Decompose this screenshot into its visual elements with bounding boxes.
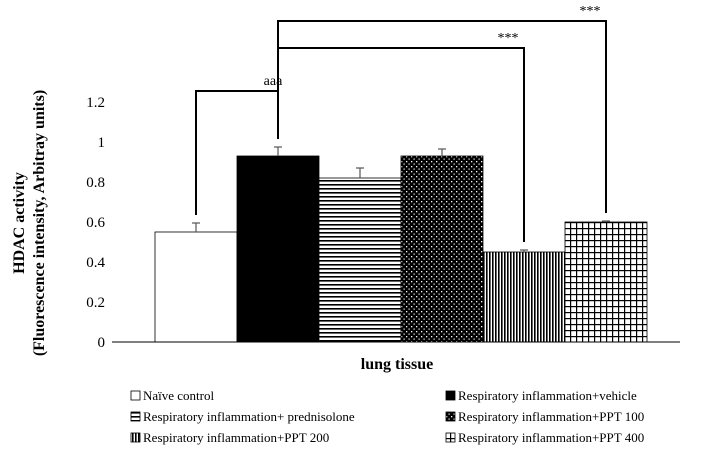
legend-swatch — [130, 411, 141, 422]
legend-swatch — [445, 390, 456, 401]
y-axis-title-line1: HDAC activity — [11, 172, 28, 274]
y-tick-label: 0.8 — [86, 175, 105, 191]
y-axis-ticks: 0 0.2 0.4 0.6 0.8 1 1.2 — [86, 95, 105, 351]
legend-label: Respiratory inflammation+vehicle — [458, 388, 637, 403]
significance-bracket — [277, 20, 607, 213]
bar — [564, 221, 648, 343]
y-tick-label: 0 — [98, 335, 106, 351]
y-tick-label: 0.4 — [86, 255, 105, 271]
legend-swatch — [445, 432, 456, 443]
legend-label: Naïve control — [143, 388, 215, 403]
bar — [318, 177, 402, 343]
legend-swatch — [130, 390, 141, 401]
y-tick-label: 1 — [98, 135, 106, 151]
y-axis-title-line2: (Fluorescence intensity, Arbitray units) — [31, 90, 48, 356]
significance-label: aaa — [264, 74, 283, 89]
legend-label: Respiratory inflammation+ prednisolone — [143, 409, 355, 424]
bar — [154, 231, 238, 343]
bars — [154, 146, 648, 343]
legend-swatch — [130, 432, 141, 443]
y-tick-label: 0.2 — [86, 295, 105, 311]
legend-swatch — [445, 411, 456, 422]
significance-label: *** — [498, 31, 519, 46]
significance-annotations: aaa *** *** — [195, 4, 607, 242]
y-tick-label: 1.2 — [86, 95, 105, 111]
legend: Naïve control Respiratory inflammation+ve… — [130, 388, 644, 445]
legend-label: Respiratory inflammation+PPT 100 — [458, 409, 644, 424]
bar — [482, 251, 566, 343]
bar — [400, 155, 484, 343]
bar — [236, 155, 320, 343]
x-axis-title: lung tissue — [361, 356, 433, 373]
y-axis-title: HDAC activity (Fluorescence intensity, A… — [11, 90, 48, 356]
legend-label: Respiratory inflammation+PPT 400 — [458, 430, 644, 445]
significance-label: *** — [580, 4, 601, 19]
y-tick-label: 0.6 — [86, 215, 105, 231]
legend-label: Respiratory inflammation+PPT 200 — [143, 430, 329, 445]
